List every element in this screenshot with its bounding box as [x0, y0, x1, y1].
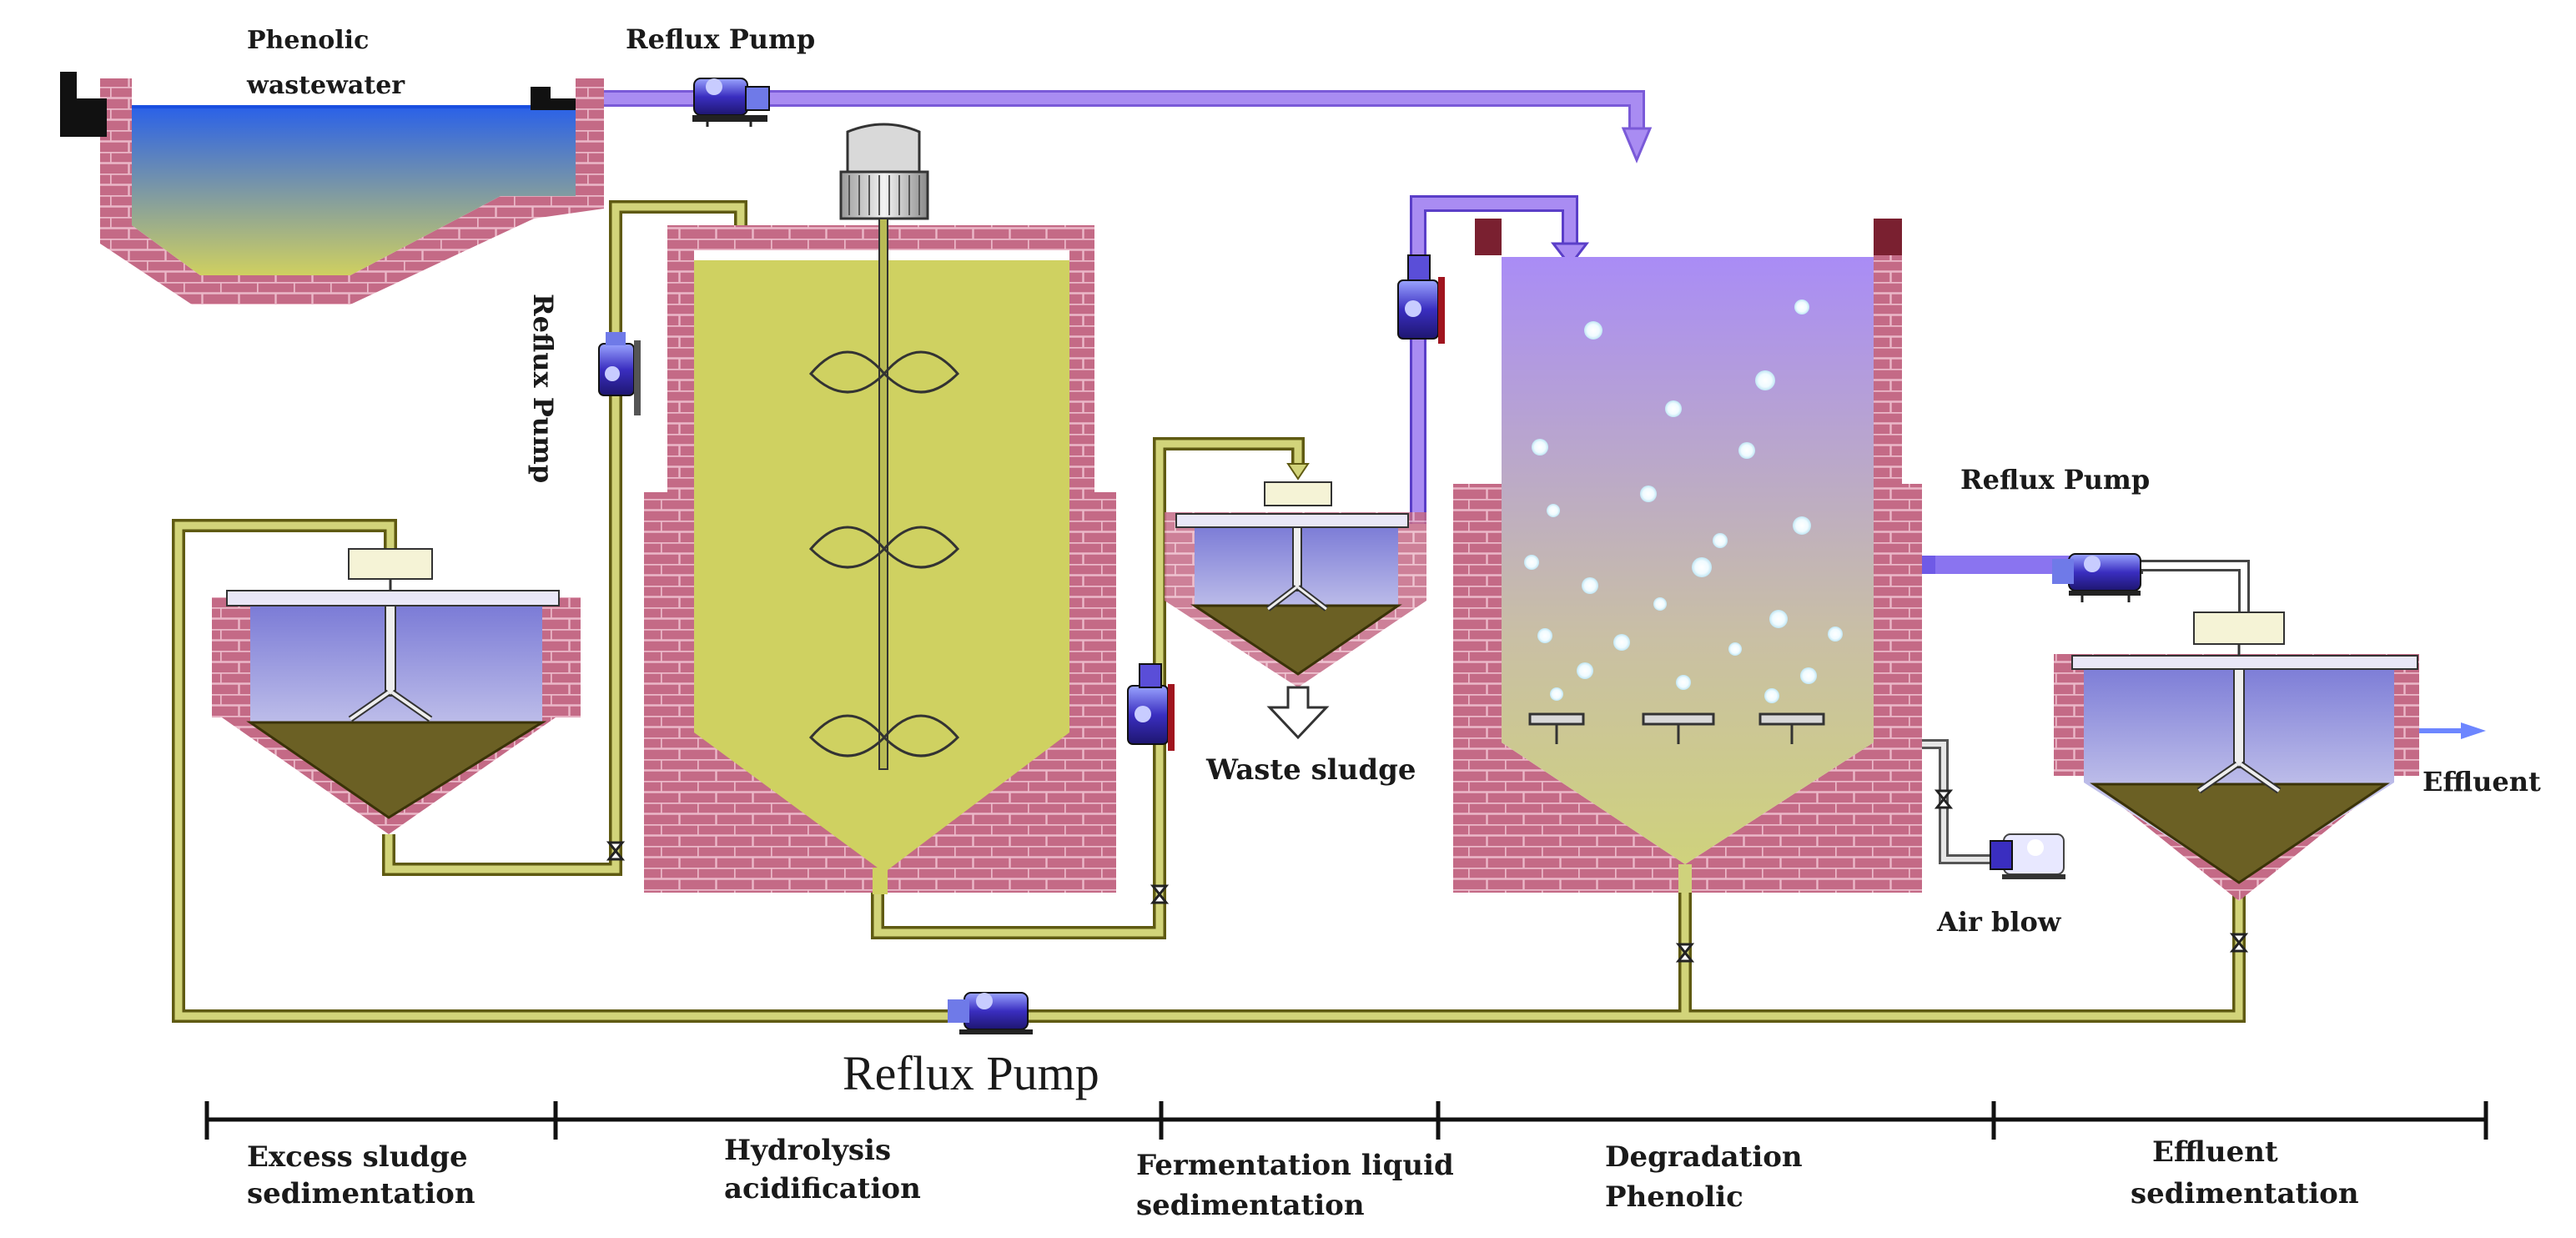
air-blower-icon [1990, 833, 2065, 879]
stage-label-fermentation-liquid-sedimentation: Fermentation liquid sedimentation [1136, 1149, 1464, 1222]
stage-label-hydrolysis-acidification: Hydrolysis acidification [724, 1134, 921, 1205]
air-bubbles [1524, 299, 1843, 703]
valve [1934, 789, 1954, 809]
hydrolysis-acidification-reactor [644, 123, 1116, 894]
process-labels: Phenolic wastewater Reflux Pump Reflux P… [246, 23, 2541, 1100]
valves [606, 789, 2249, 963]
label-reflux-pump-vertical: Reflux Pump [527, 294, 559, 483]
stage-label-effluent-sedimentation: Effluent sedimentation [2131, 1135, 2359, 1210]
fermentation-liquid-settler [1165, 481, 1426, 740]
excess-sludge-settler [212, 548, 581, 834]
valve [2229, 933, 2249, 953]
reflux-pump-right-icon [2052, 553, 2141, 602]
phenol-degradation-aeration-tank [1453, 219, 1922, 893]
mixer-impellers [808, 350, 960, 757]
label-reflux-pump-bottom: Reflux Pump [843, 1046, 1099, 1100]
label-phenolic-wastewater: Phenolic wastewater [246, 26, 405, 100]
label-air-blow: Air blow [1936, 906, 2062, 938]
effluent-settler [2054, 611, 2419, 901]
reflux-pump-bottom-icon [948, 992, 1033, 1034]
waste-sludge-outlet-arrow [1266, 686, 1330, 740]
label-effluent: Effluent [2423, 766, 2541, 798]
phenolic-wastewater-tank [60, 72, 604, 304]
reflux-pump-top-icon [692, 78, 770, 127]
label-reflux-pump-right: Reflux Pump [1960, 464, 2150, 496]
mixer-motor-icon [839, 123, 929, 220]
air-diffusers [1528, 712, 1825, 744]
reflux-pump-vertical-icon [598, 332, 641, 415]
pumps [598, 78, 2141, 1034]
fermentation-feed-pump-icon [1127, 663, 1175, 751]
stage-label-excess-sludge-sedimentation: Excess sludge sedimentation [247, 1140, 477, 1210]
aeration-feed-pump-icon [1397, 254, 1445, 344]
label-waste-sludge: Waste sludge [1205, 753, 1416, 787]
valve [1675, 943, 1695, 963]
valve [606, 841, 626, 861]
label-reflux-pump-top: Reflux Pump [626, 23, 815, 55]
valve [1150, 884, 1170, 904]
stage-label-degradation-phenolic: Degradation Phenolic [1605, 1140, 1813, 1214]
process-stage-timeline: Excess sludge sedimentation Hydrolysis a… [204, 1101, 2488, 1222]
